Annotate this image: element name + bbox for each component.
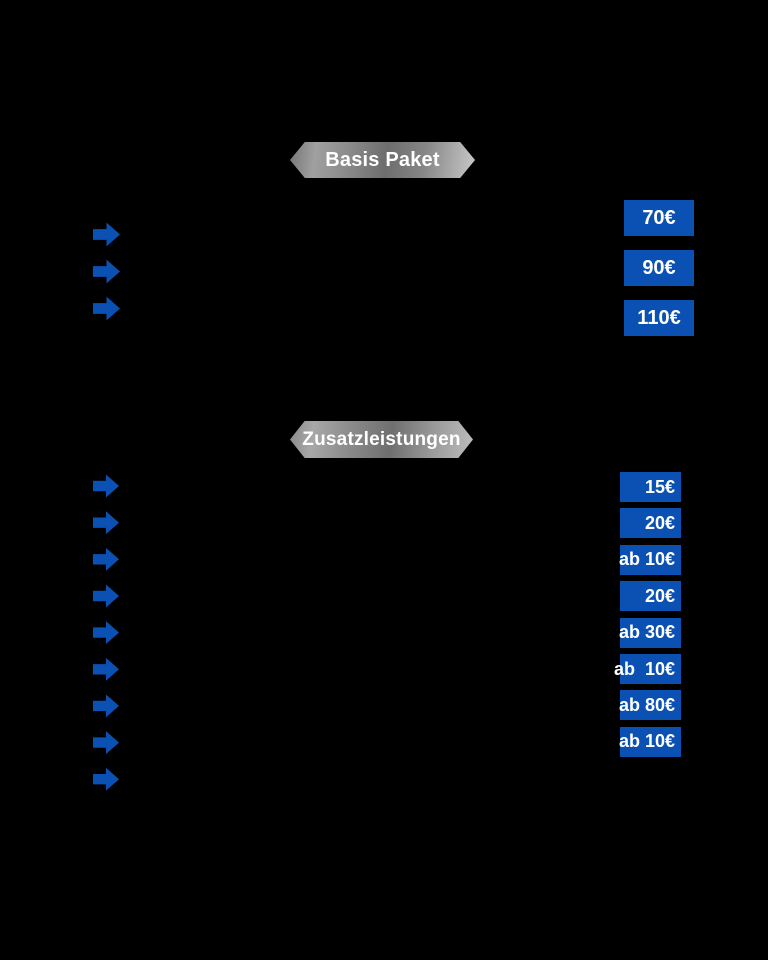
price-badge: 90€	[624, 250, 694, 286]
price-badge: 20€	[620, 581, 681, 612]
arrow-right-icon	[93, 547, 119, 571]
price-badge: ab 10€	[619, 726, 681, 757]
price-badge: ab 30€	[619, 617, 681, 648]
arrow-right-icon	[93, 731, 119, 755]
arrow-right-icon	[93, 222, 120, 247]
arrow-right-icon	[93, 259, 120, 284]
price-badge: 20€	[620, 508, 681, 539]
arrow-right-icon	[93, 621, 119, 645]
section-title: Zusatzleistungen	[302, 428, 461, 450]
section-header-zusatzleistungen: Zusatzleistungen	[290, 421, 473, 458]
arrow-right-icon	[93, 584, 119, 608]
price-badge: 110€	[624, 300, 694, 336]
section-header-basis-paket: Basis Paket	[290, 142, 475, 178]
arrow-right-icon	[93, 296, 120, 321]
price-badge: ab 80€	[619, 690, 681, 721]
arrow-right-icon	[93, 511, 119, 535]
price-badge: ab 10€	[614, 654, 681, 684]
arrow-right-icon	[93, 474, 119, 498]
price-badge: 70€	[624, 200, 694, 236]
arrow-right-icon	[93, 767, 119, 791]
price-badge: 15€	[620, 472, 681, 502]
section-title: Basis Paket	[325, 148, 440, 171]
arrow-right-icon	[93, 694, 119, 718]
arrow-right-icon	[93, 657, 119, 681]
price-badge: ab 10€	[619, 544, 681, 575]
